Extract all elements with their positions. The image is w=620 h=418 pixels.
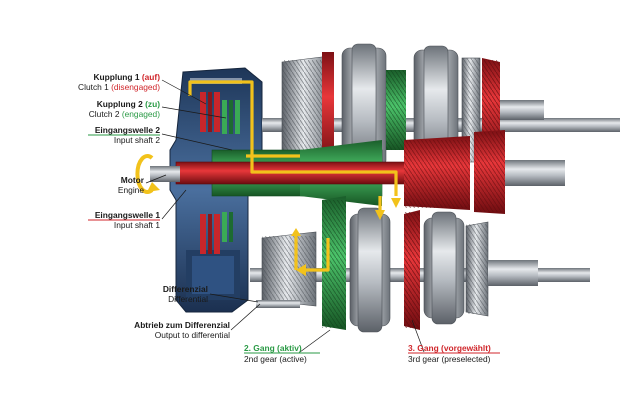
label-clutch-1: Kupplung 1 (auf) Clutch 1 (disengaged)	[78, 72, 160, 92]
input-shaft-1-en: Input shaft 1	[113, 220, 160, 230]
label-input-shaft-2: Eingangswelle 2 Input shaft 2	[95, 125, 160, 145]
input-shaft-2-en: Input shaft 2	[113, 135, 160, 145]
engine-rotation-arrow	[135, 154, 160, 194]
clutch-1-plates	[200, 92, 220, 254]
engine-en: Engine	[117, 185, 144, 195]
label-input-shaft-1: Eingangswelle 1 Input shaft 1	[95, 210, 160, 230]
clutch-1-de-state: (auf)	[141, 72, 160, 82]
output-de: Abtrieb zum Differenzial	[134, 320, 230, 330]
power-flow-arrowheads	[291, 198, 401, 276]
clutch-2-de: Kupplung 2	[96, 99, 143, 109]
power-flow-path	[188, 80, 398, 272]
gear-2-de: 2. Gang (aktiv)	[244, 343, 302, 353]
label-engine: Motor Engine	[118, 175, 144, 195]
clutch-2-de-state: (zu)	[145, 99, 160, 109]
output-shaft-stub	[256, 300, 300, 308]
differential-de: Differenzial	[162, 284, 208, 294]
clutch-2-plates	[222, 100, 240, 242]
input-shaft-2-de: Eingangswelle 2	[94, 125, 160, 135]
lower-gear-cluster	[250, 196, 590, 333]
gear-3-en: 3rd gear (preselected)	[408, 354, 491, 364]
engine-de: Motor	[120, 175, 144, 185]
clutch-2-en: Clutch 2	[88, 109, 120, 119]
gear-3-de: 3. Gang (vorgewählt)	[408, 343, 491, 353]
label-output-to-differential: Abtrieb zum Differenzial Output to diffe…	[134, 320, 230, 340]
clutch-1-de: Kupplung 1	[93, 72, 140, 82]
output-en: Output to differential	[154, 330, 230, 340]
input-shaft-1-de: Eingangswelle 1	[94, 210, 160, 220]
label-3rd-gear: 3. Gang (vorgewählt) 3rd gear (preselect…	[408, 343, 491, 364]
gear-2-en: 2nd gear (active)	[244, 354, 307, 364]
label-2nd-gear: 2. Gang (aktiv) 2nd gear (active)	[244, 343, 307, 364]
clutch-1-en-state: (disengaged)	[111, 82, 160, 92]
clutch-2-en-state: (engaged)	[121, 109, 160, 119]
input-shafts	[150, 130, 565, 214]
differential-en: Differential	[168, 294, 208, 304]
leader-lines	[145, 79, 425, 353]
label-clutch-2: Kupplung 2 (zu) Clutch 2 (engaged)	[89, 99, 160, 119]
clutch-1-en: Clutch 1	[78, 82, 109, 92]
label-differential: Differenzial Differential	[163, 284, 208, 304]
label-underlines	[88, 134, 500, 354]
